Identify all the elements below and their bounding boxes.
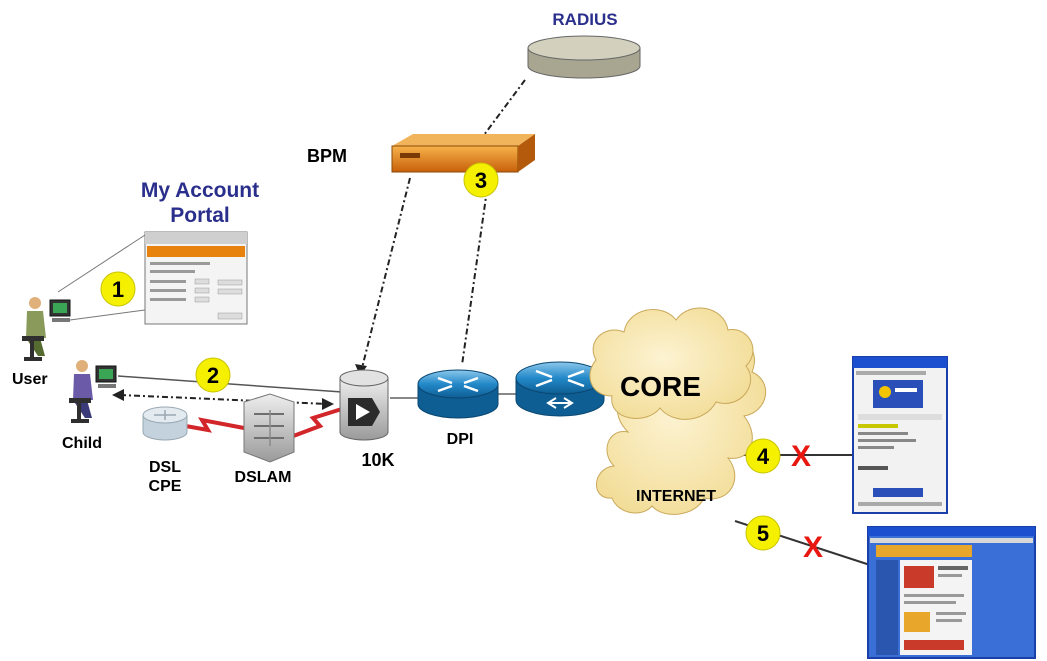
portal-title-line1: My Account [141, 179, 259, 202]
arrowhead-10k [322, 398, 334, 410]
internet-label: INTERNET [636, 488, 716, 505]
link-radius-bpm [477, 79, 526, 144]
instant-messenger-window-icon [852, 356, 948, 514]
child-workstation-icon [69, 360, 117, 423]
step-2-number: 2 [207, 363, 219, 388]
link-user-10k [117, 375, 343, 393]
step-5-number: 5 [757, 521, 769, 546]
bpm-appliance-icon [391, 134, 535, 173]
dslam-icon [243, 393, 295, 463]
web-browser-window-icon [867, 526, 1036, 659]
step-4-number: 4 [757, 444, 770, 469]
dslam-label: DSLAM [235, 469, 292, 486]
link-bpm-dpi [461, 189, 488, 366]
callout-bottom [69, 309, 146, 321]
callout-top [57, 234, 146, 293]
link-child-10k [119, 394, 329, 405]
step-badge-1: 1 [100, 271, 136, 307]
user-label: User [12, 371, 48, 388]
blocked-mark-im: X [791, 440, 811, 473]
dpi-label: DPI [447, 431, 474, 448]
portal-title-line2: Portal [170, 204, 230, 227]
child-label: Child [62, 435, 102, 452]
step-badge-4: 4 [745, 438, 781, 474]
dsl-cpe-label-line2: CPE [149, 478, 182, 495]
link-bpm-10k [361, 177, 411, 369]
arrowhead-child [112, 389, 124, 401]
dsl-cpe-router-icon [142, 406, 188, 441]
serial-link-dslam-10k [287, 406, 346, 440]
dpi-router-icon [417, 369, 499, 419]
router-10k-label: 10K [361, 450, 394, 470]
step-badge-5: 5 [745, 515, 781, 551]
user-workstation-icon [22, 297, 71, 361]
step-badge-2: 2 [195, 357, 231, 393]
bpm-label: BPM [307, 146, 347, 166]
blocked-mark-web: X [803, 531, 823, 564]
core-switch-icon [515, 361, 605, 417]
step-1-number: 1 [112, 277, 124, 302]
cloud-icon [589, 307, 767, 515]
radius-server-icon [527, 35, 641, 79]
step-badge-3: 3 [463, 162, 499, 198]
serial-link-cpe-dslam [179, 417, 245, 433]
router-10k-icon [339, 369, 389, 441]
radius-label: RADIUS [552, 10, 617, 29]
portal-window-icon [144, 231, 248, 325]
dsl-cpe-label-line1: DSL [149, 459, 181, 476]
step-3-number: 3 [475, 168, 487, 193]
core-label: CORE [620, 371, 701, 402]
